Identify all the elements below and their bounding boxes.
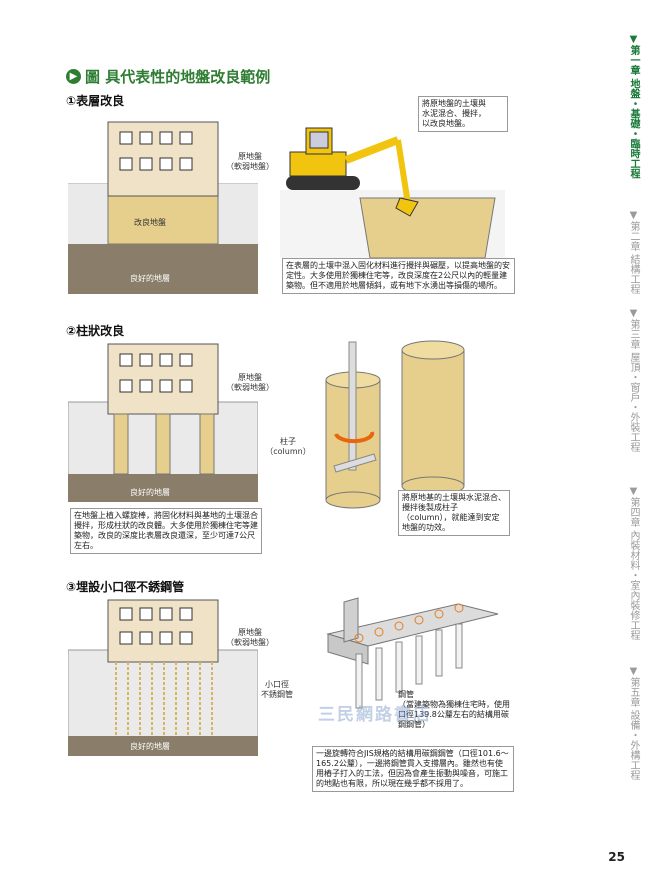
label-good-layer-1: 良好的地層 (130, 274, 170, 283)
label-original-ground-1: 原地盤 （軟弱地盤） (226, 152, 274, 171)
label-good-layer-2: 良好的地層 (130, 488, 170, 497)
side-tab-chapter-5[interactable]: ▼第五章 設備・外構工程 (628, 666, 639, 781)
label-improved-ground: 改良地盤 (134, 218, 166, 227)
label-original-ground-2: 原地盤 （軟弱地盤） (226, 373, 274, 392)
excavator-icon (286, 127, 419, 217)
play-circle-icon: ▶ (66, 69, 81, 84)
column-auger-diagram (325, 340, 465, 509)
steel-pipe-building-diagram (68, 599, 258, 756)
figure-title-text: 圖 具代表性的地盤改良範例 (85, 68, 271, 86)
callout-column: 將原地基的土壤與水泥混合、攪拌後製成柱子（column），就能達到安定地盤的功效… (398, 490, 510, 536)
callout-surface: 將原地盤的土壤與 水泥混合、攪拌， 以改良地盤。 (418, 96, 508, 132)
side-tab-chapter-3[interactable]: ▼第三章 屋頂・窗戶・外裝工程 (628, 308, 639, 453)
column-improvement-building-diagram (68, 343, 258, 502)
label-good-layer-3: 良好的地層 (130, 742, 170, 751)
side-tab-chapter-2[interactable]: ▼第二章 結構工程 (628, 210, 639, 295)
label-steel-pipe: 小口徑 不銹鋼管 (261, 680, 293, 699)
callout-pipe: 鋼管 （當建築物為獨棟住宅時，使用口徑139.8公釐左右的結構用碳鋼鋼管） (398, 690, 510, 729)
section-heading-1: ①表層改良 (66, 94, 125, 108)
side-tab-chapter-4[interactable]: ▼第四章 內裝材料・室內裝修工程 (628, 486, 639, 641)
note-column: 在地盤上植入螺旋棒，將固化材料與基地的土壤混合攪拌，形成柱狀的改良體。大多使用於… (70, 508, 262, 554)
label-column: 柱子 （column） (265, 437, 311, 456)
figure-title: ▶ 圖 具代表性的地盤改良範例 (66, 66, 270, 87)
label-original-ground-3: 原地盤 （軟弱地盤） (226, 628, 274, 647)
surface-improvement-building-diagram (68, 121, 258, 294)
note-pipe: 一邊旋轉符合JIS規格的結構用碳鋼鋼管（口徑101.6～165.2公釐），一邊將… (312, 746, 514, 792)
excavator-diagram (280, 127, 505, 258)
note-surface: 在表層的土壤中混入固化材料進行攪拌與碾壓，以提高地盤的安定性。大多使用於獨棟住宅… (282, 258, 515, 294)
pipe-foundation-diagram (326, 597, 499, 709)
page-number: 25 (608, 850, 625, 864)
rotation-arrow-icon (334, 431, 375, 444)
section-heading-3: ③埋設小口徑不銹鋼管 (66, 580, 185, 594)
watermark-text: 三民網路書店 (318, 705, 432, 725)
section-heading-2: ②柱狀改良 (66, 324, 125, 338)
side-tab-chapter-1[interactable]: ▼第一章 地盤・基礎・臨時工程 (628, 34, 639, 179)
